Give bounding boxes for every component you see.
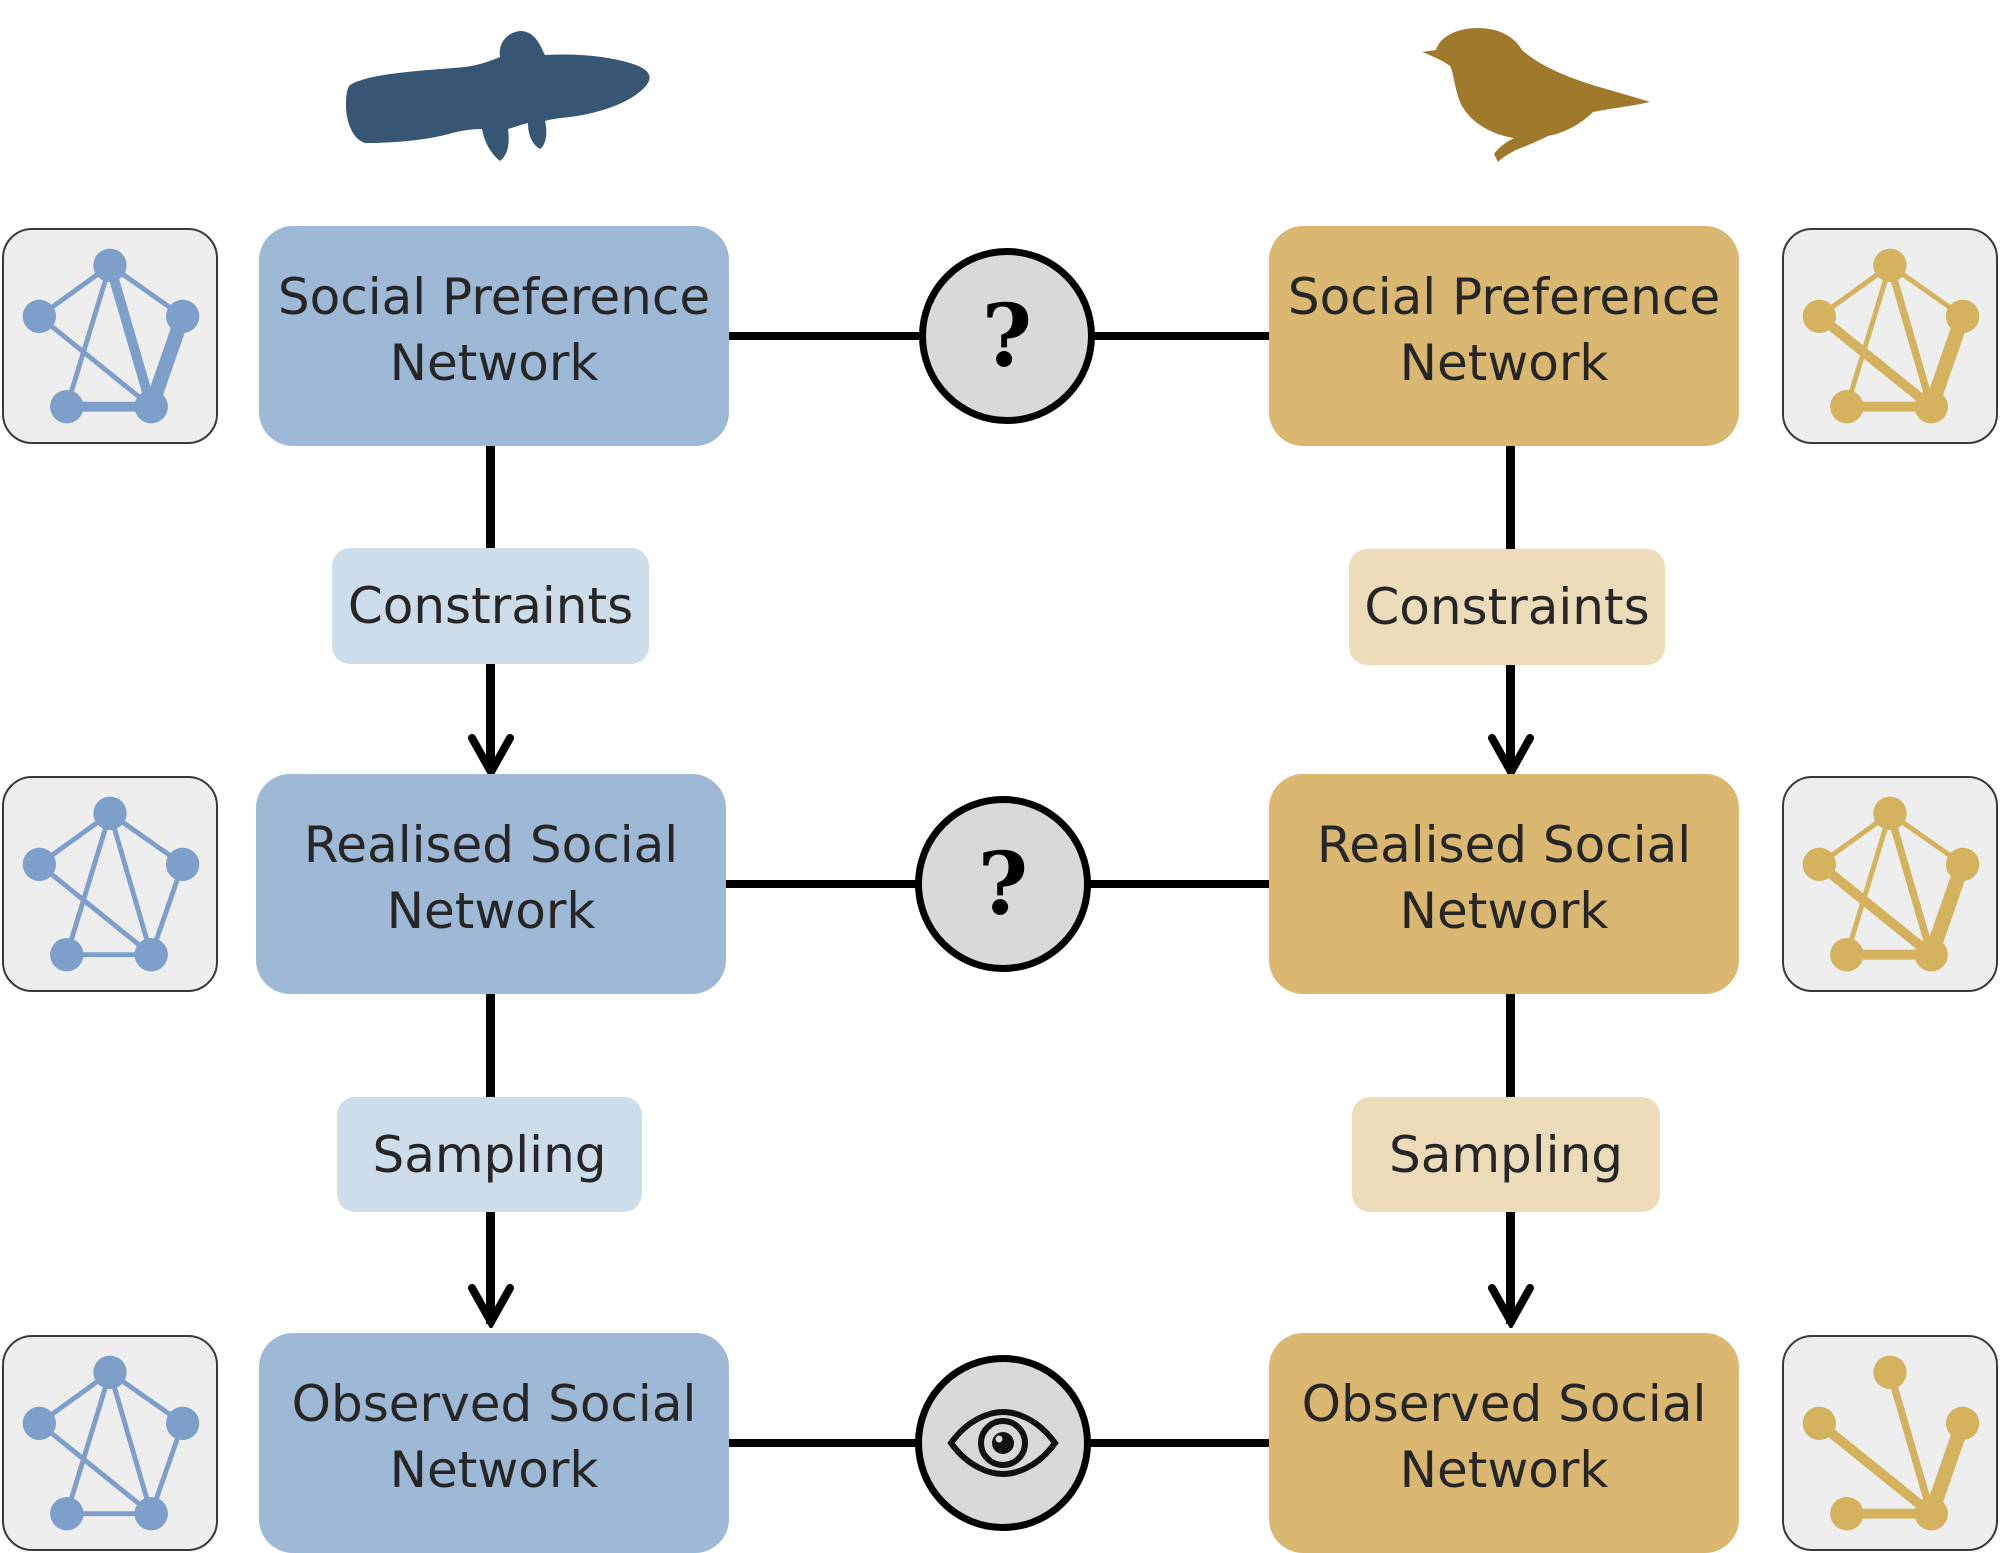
arrowhead-right-2 bbox=[1488, 1284, 1534, 1328]
network-edge bbox=[1844, 264, 1893, 408]
network-node-top bbox=[93, 796, 127, 831]
network-edge bbox=[64, 1371, 113, 1515]
bird-realised-social-network-box: Realised Social Network bbox=[1269, 774, 1739, 994]
network-node-bottom-left bbox=[50, 1496, 84, 1531]
network-node-right bbox=[1945, 299, 1980, 334]
network-node-right bbox=[165, 1406, 200, 1441]
network-node-bottom-left bbox=[1830, 937, 1864, 972]
network-node-bottom-right bbox=[134, 937, 168, 972]
network-node-bottom-left bbox=[1830, 1496, 1864, 1531]
network-edge bbox=[64, 264, 113, 408]
box-title: Realised Social Network bbox=[303, 816, 679, 940]
network-node-bottom-right bbox=[1914, 389, 1948, 424]
network-edge bbox=[1816, 860, 1935, 959]
network-node-right bbox=[1945, 1406, 1980, 1441]
fish-sampling-label: Sampling bbox=[337, 1097, 642, 1212]
bird-constraints-label: Constraints bbox=[1349, 549, 1665, 665]
arrowhead-left-2 bbox=[468, 1284, 514, 1328]
network-node-right bbox=[165, 299, 200, 334]
question-mark-icon: ? bbox=[977, 833, 1029, 935]
comparison-hub-observed bbox=[915, 1355, 1091, 1531]
box-title: Observed Social Network bbox=[1301, 1375, 1707, 1499]
bird-silhouette-icon bbox=[1422, 28, 1650, 162]
network-edge bbox=[107, 812, 154, 956]
network-node-bottom-right bbox=[134, 389, 168, 424]
fish-social-preference-network-box: Social Preference Network bbox=[259, 226, 729, 446]
bird-social-preference-network-box: Social Preference Network bbox=[1269, 226, 1739, 446]
network-edge bbox=[1844, 812, 1893, 956]
network-node-top bbox=[1873, 796, 1907, 831]
box-title: Realised Social Network bbox=[1316, 816, 1692, 940]
arrowhead-left-1 bbox=[468, 734, 514, 778]
fish-silhouette-icon bbox=[346, 31, 650, 161]
transition-label: Sampling bbox=[372, 1125, 607, 1184]
transition-label: Sampling bbox=[1388, 1125, 1624, 1184]
network-edge bbox=[37, 862, 153, 957]
network-edge bbox=[37, 1421, 153, 1516]
network-node-top bbox=[93, 248, 127, 283]
box-title: Observed Social Network bbox=[291, 1375, 697, 1499]
eye-icon bbox=[947, 1408, 1059, 1478]
bird-observed-network-icon bbox=[1782, 1335, 1998, 1551]
network-edge bbox=[37, 314, 153, 409]
network-node-top bbox=[93, 1355, 127, 1390]
arrowhead-right-1 bbox=[1488, 734, 1534, 778]
bird-observed-social-network-box: Observed Social Network bbox=[1269, 1333, 1739, 1553]
bird-sampling-label: Sampling bbox=[1352, 1097, 1660, 1212]
network-node-bottom-left bbox=[1830, 389, 1864, 424]
network-edge bbox=[107, 1371, 154, 1515]
network-node-right bbox=[1945, 847, 1980, 882]
network-node-left bbox=[1802, 299, 1837, 334]
network-node-bottom-right bbox=[134, 1496, 168, 1531]
network-edge bbox=[105, 263, 156, 409]
transition-label: Constraints bbox=[1364, 578, 1650, 636]
network-node-bottom-right bbox=[1914, 937, 1948, 972]
network-node-left bbox=[1802, 1406, 1837, 1441]
network-node-top bbox=[1873, 1355, 1907, 1390]
fish-preference-network-icon bbox=[2, 228, 218, 444]
network-edge bbox=[1886, 1371, 1935, 1515]
question-mark-icon: ? bbox=[981, 285, 1033, 387]
transition-label: Constraints bbox=[347, 577, 634, 635]
network-edge bbox=[1816, 312, 1935, 411]
fish-observed-social-network-box: Observed Social Network bbox=[259, 1333, 729, 1553]
network-edge bbox=[1816, 1419, 1935, 1518]
fish-observed-network-icon bbox=[2, 1335, 218, 1551]
network-edge bbox=[1886, 264, 1935, 408]
comparison-hub-preference: ? bbox=[919, 248, 1095, 424]
bird-preference-network-icon bbox=[1782, 228, 1998, 444]
network-edge bbox=[1886, 812, 1935, 956]
network-node-bottom-left bbox=[50, 389, 84, 424]
network-node-left bbox=[1802, 847, 1837, 882]
comparison-hub-realised: ? bbox=[915, 796, 1091, 972]
bird-realised-network-icon bbox=[1782, 776, 1998, 992]
box-title: Social Preference Network bbox=[1287, 268, 1721, 392]
network-node-right bbox=[165, 847, 200, 882]
network-edge bbox=[64, 812, 113, 956]
network-node-left bbox=[22, 847, 57, 882]
network-node-left bbox=[22, 299, 57, 334]
network-node-bottom-right bbox=[1914, 1496, 1948, 1531]
network-node-top bbox=[1873, 248, 1907, 283]
box-title: Social Preference Network bbox=[277, 268, 711, 392]
fish-realised-network-icon bbox=[2, 776, 218, 992]
network-node-bottom-left bbox=[50, 937, 84, 972]
fish-constraints-label: Constraints bbox=[332, 548, 649, 664]
fish-realised-social-network-box: Realised Social Network bbox=[256, 774, 726, 994]
network-node-left bbox=[22, 1406, 57, 1441]
